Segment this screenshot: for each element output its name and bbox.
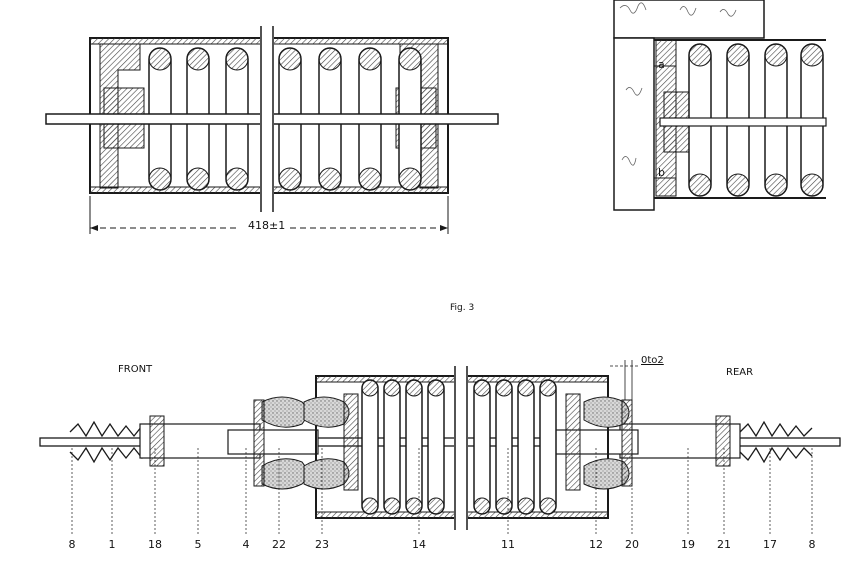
clearance-b-label: b <box>658 166 665 179</box>
gap-label: 0to2 <box>641 355 664 366</box>
callout-1: 1 <box>108 538 116 551</box>
assembly-section <box>39 360 841 535</box>
callout-20: 20 <box>625 538 639 551</box>
callout-4: 4 <box>242 538 250 551</box>
callout-11: 11 <box>501 538 515 551</box>
callout-8: 8 <box>808 538 816 551</box>
callout-8: 8 <box>68 538 76 551</box>
callout-18: 18 <box>148 538 162 551</box>
callout-17: 17 <box>763 538 777 551</box>
figure-caption: Fig. 3 <box>450 303 475 313</box>
clearance-a-label: a <box>658 58 665 71</box>
callout-12: 12 <box>589 538 603 551</box>
callout-5: 5 <box>194 538 202 551</box>
callout-21: 21 <box>717 538 731 551</box>
spring-unit-section <box>45 26 499 234</box>
callout-14: 14 <box>412 538 426 551</box>
front-label: FRONT <box>118 364 153 375</box>
rear-label: REAR <box>726 367 754 378</box>
callout-23: 23 <box>315 538 329 551</box>
detail-view <box>613 0 827 211</box>
dimension-label: 418±1 <box>248 219 286 232</box>
callout-19: 19 <box>681 538 695 551</box>
callout-22: 22 <box>272 538 286 551</box>
